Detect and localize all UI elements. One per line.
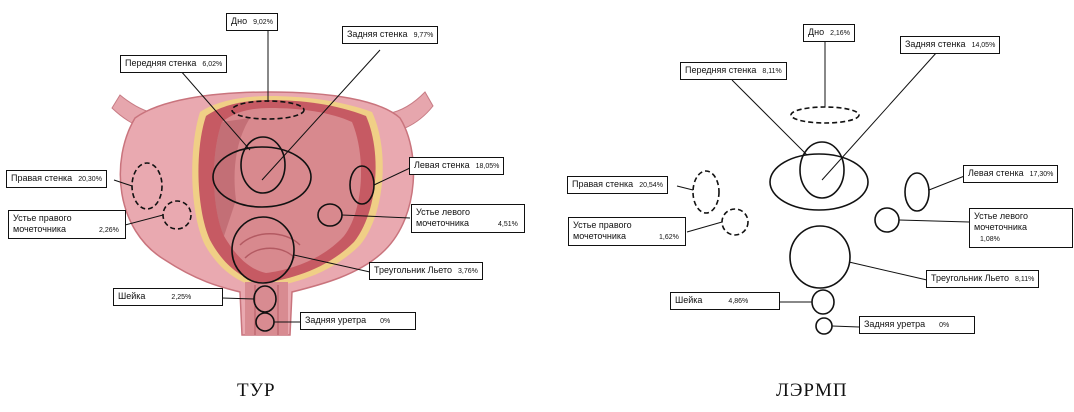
- marker-trigone: [790, 226, 850, 288]
- caption-tur: ТУР: [237, 380, 276, 402]
- marker-posterior: [770, 154, 868, 210]
- marker-left-orifice: [875, 208, 899, 232]
- marker-right-wall: [693, 171, 719, 213]
- caption-lermp: ЛЭРМП: [776, 380, 848, 402]
- marker-left-wall: [905, 173, 929, 211]
- marker-urethra: [816, 318, 832, 334]
- marker-dno: [791, 107, 859, 123]
- bladder-illustration: [537, 0, 1074, 412]
- label-left-orifice: Устье левого мочеточника1,08%: [969, 208, 1073, 248]
- marker-anterior: [800, 142, 844, 198]
- marker-right-orifice: [722, 209, 748, 235]
- marker-neck: [812, 290, 834, 314]
